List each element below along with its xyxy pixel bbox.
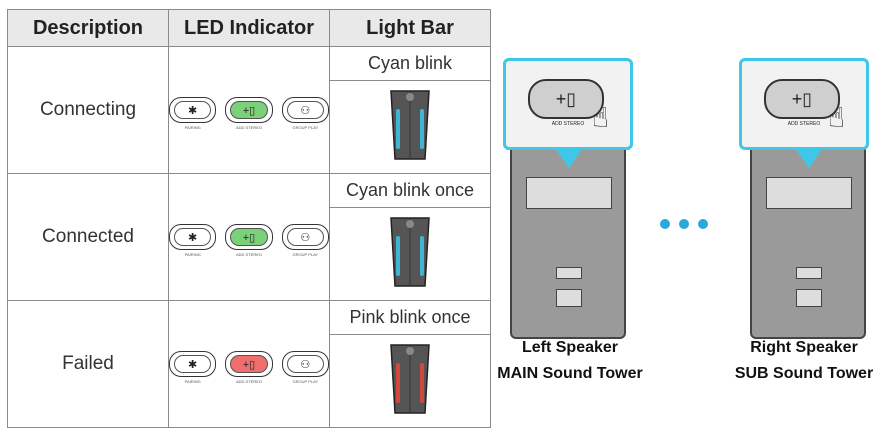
add-stereo-led: +▯ADD STEREO (225, 224, 273, 257)
right-button-caption: ADD STEREO (787, 121, 821, 127)
pairing-led: ✱PAIRING (169, 224, 217, 257)
header-light-bar: Light Bar (329, 9, 491, 47)
add-stereo-led: +▯ADD STEREO (225, 351, 273, 384)
ellipsis-dot-2 (679, 219, 689, 229)
row-light-bar-image (329, 334, 491, 428)
light-bar-speaker-icon (390, 343, 430, 414)
row-led-indicator: ✱PAIRING +▯ADD STEREO ⚇GROUP PLAY (168, 173, 330, 301)
table-row-image (8, 80, 491, 174)
left-tower-panel (526, 177, 612, 209)
pairing-led: ✱PAIRING (169, 97, 217, 130)
left-speaker-caption: Left Speaker MAIN Sound Tower (490, 335, 650, 387)
group-play-icon: ⚇ (286, 228, 324, 246)
left-speaker-line2: MAIN Sound Tower (497, 365, 643, 382)
left-callout-pointer (555, 148, 583, 168)
left-button-caption: ADD STEREO (551, 121, 585, 127)
right-speaker-caption: Right Speaker SUB Sound Tower (724, 335, 881, 387)
right-tower-port (796, 267, 822, 279)
row-description: Failed (7, 300, 169, 428)
group-play-led: ⚇GROUP PLAY (281, 224, 329, 257)
bluetooth-icon: ✱ (174, 101, 212, 119)
row-light-bar-label: Cyan blink once (329, 173, 491, 208)
row-light-bar-image (329, 80, 491, 174)
header-led-indicator: LED Indicator (168, 9, 330, 47)
group-play-led: ⚇GROUP PLAY (281, 351, 329, 384)
bluetooth-icon: ✱ (174, 355, 212, 373)
led-status-table: Description LED Indicator Light Bar Conn… (7, 9, 491, 428)
left-tower-body (510, 135, 626, 339)
left-tower-port (556, 267, 582, 279)
add-stereo-icon: +▯ (230, 355, 268, 373)
row-led-indicator: ✱PAIRING +▯ADD STEREO ⚇GROUP PLAY (168, 46, 330, 174)
table-header-row: Description LED Indicator Light Bar (7, 9, 491, 47)
row-led-indicator: ✱PAIRING +▯ADD STEREO ⚇GROUP PLAY (168, 300, 330, 428)
row-light-bar-label: Cyan blink (329, 46, 491, 81)
table-row: Connecting ✱PAIRING +▯ADD STEREO ⚇GROUP … (7, 46, 491, 174)
row-light-bar-label: Pink blink once (329, 300, 491, 335)
bluetooth-icon: ✱ (174, 228, 212, 246)
row-description: Connected (7, 173, 169, 301)
right-callout-pointer (795, 148, 823, 168)
row-light-bar-image (329, 207, 491, 301)
row-description: Connecting (7, 46, 169, 174)
left-callout: +▯ ADD STEREO ☝ (503, 58, 633, 150)
add-stereo-led: +▯ADD STEREO (225, 97, 273, 130)
right-add-stereo-button: +▯ (764, 79, 840, 119)
table-row: Failed ✱PAIRING +▯ADD STEREO ⚇GROUP PLAY… (7, 300, 491, 428)
add-stereo-icon: +▯ (230, 228, 268, 246)
light-bar-speaker-icon (390, 89, 430, 160)
right-speaker-line1: Right Speaker (750, 339, 858, 356)
left-speaker-line1: Left Speaker (521, 339, 619, 356)
group-play-icon: ⚇ (286, 355, 324, 373)
header-description: Description (7, 9, 169, 47)
right-tower-power (796, 289, 822, 307)
group-play-icon: ⚇ (286, 101, 324, 119)
right-hand-icon: ☝ (828, 102, 846, 133)
left-hand-icon: ☝ (592, 102, 610, 133)
group-play-led: ⚇GROUP PLAY (281, 97, 329, 130)
light-bar-speaker-icon (390, 216, 430, 287)
right-tower-panel (766, 177, 852, 209)
table-row: Connected ✱PAIRING +▯ADD STEREO ⚇GROUP P… (7, 173, 491, 301)
left-add-stereo-button: +▯ (528, 79, 604, 119)
ellipsis-dot-1 (660, 219, 670, 229)
right-callout: +▯ ADD STEREO ☝ (739, 58, 869, 150)
right-tower-body (750, 135, 866, 339)
pairing-led: ✱PAIRING (169, 351, 217, 384)
right-speaker-line2: SUB Sound Tower (734, 365, 874, 382)
left-tower-power (556, 289, 582, 307)
add-stereo-icon: +▯ (230, 101, 268, 119)
ellipsis-dot-3 (698, 219, 708, 229)
table-row-image (8, 334, 491, 428)
